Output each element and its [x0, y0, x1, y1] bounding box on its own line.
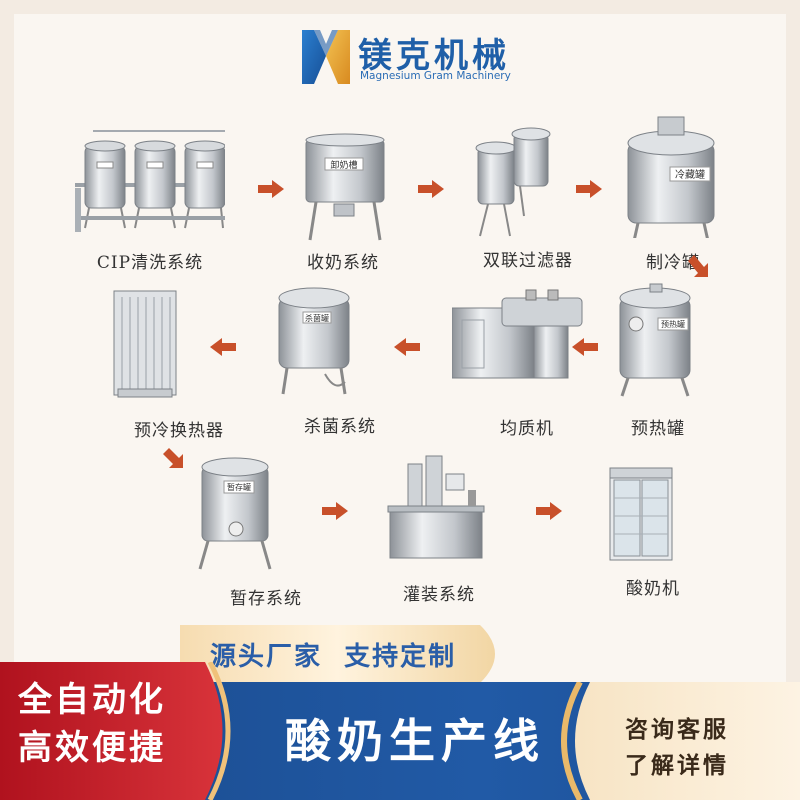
slogan-line-1: 全自动化	[18, 680, 166, 720]
arrow-right-icon	[258, 180, 284, 198]
process-label: 杀菌系统	[304, 417, 376, 437]
process-label: 双联过滤器	[483, 251, 573, 271]
arrow-right-icon	[418, 180, 444, 198]
svg-text:杀菌罐: 杀菌罐	[305, 313, 329, 323]
svg-text:冷藏罐: 冷藏罐	[675, 168, 705, 181]
process-label: 收奶系统	[307, 253, 379, 273]
brand-header: 镁克机械 Magnesium Gram Machinery	[300, 26, 520, 88]
arrow-right-icon	[576, 180, 602, 198]
homogenizer-icon	[452, 289, 583, 379]
contact-line-2[interactable]: 了解详情	[625, 753, 729, 779]
slogan-line-2: 高效便捷	[18, 728, 166, 768]
tagline-banner	[180, 625, 495, 683]
brand-name-en: Magnesium Gram Machinery	[360, 70, 511, 82]
process-label: 灌装系统	[403, 585, 475, 605]
duplex-filter-icon	[475, 127, 551, 237]
contact-line-1[interactable]: 咨询客服	[625, 717, 729, 743]
brand-name-cn: 镁克机械	[358, 36, 510, 76]
process-label: 预冷换热器	[134, 421, 224, 441]
arrow-down-right-icon	[163, 448, 183, 468]
arrow-right-icon	[322, 502, 348, 520]
slogan-badge	[0, 662, 231, 800]
arrow-left-icon	[394, 338, 420, 356]
process-label: 均质机	[500, 419, 554, 439]
arrow-left-icon	[572, 338, 598, 356]
storage-tank-icon: 暂存罐	[198, 457, 272, 570]
process-label: 暂存系统	[230, 589, 302, 609]
cooling-tank-icon: 冷藏罐	[627, 116, 715, 238]
arrow-left-icon	[210, 338, 236, 356]
process-label: 酸奶机	[626, 579, 680, 599]
svg-text:预热罐: 预热罐	[661, 319, 685, 329]
svg-text:卸奶槽: 卸奶槽	[330, 159, 357, 171]
brand-logo-icon	[302, 30, 350, 84]
yogurt-machine-icon	[609, 467, 673, 561]
plate-heat-exchanger-icon	[113, 290, 177, 398]
arrow-right-icon	[536, 502, 562, 520]
product-title: 酸奶生产线	[285, 714, 545, 768]
process-label: CIP清洗系统	[96, 253, 204, 273]
preheating-tank-icon: 预热罐	[619, 283, 691, 397]
milk-receiving-tank-icon: 卸奶槽	[305, 133, 385, 241]
svg-text:暂存罐: 暂存罐	[227, 482, 251, 492]
process-label: 制冷罐	[646, 253, 700, 273]
cip-tanks-icon	[75, 130, 225, 232]
process-label: 预热罐	[631, 419, 685, 439]
sterilization-tank-icon: 杀菌罐	[278, 287, 350, 395]
arrow-down-icon	[688, 255, 708, 277]
tagline-text: 源头厂家 支持定制	[210, 642, 457, 672]
filling-machine-icon	[387, 455, 485, 559]
